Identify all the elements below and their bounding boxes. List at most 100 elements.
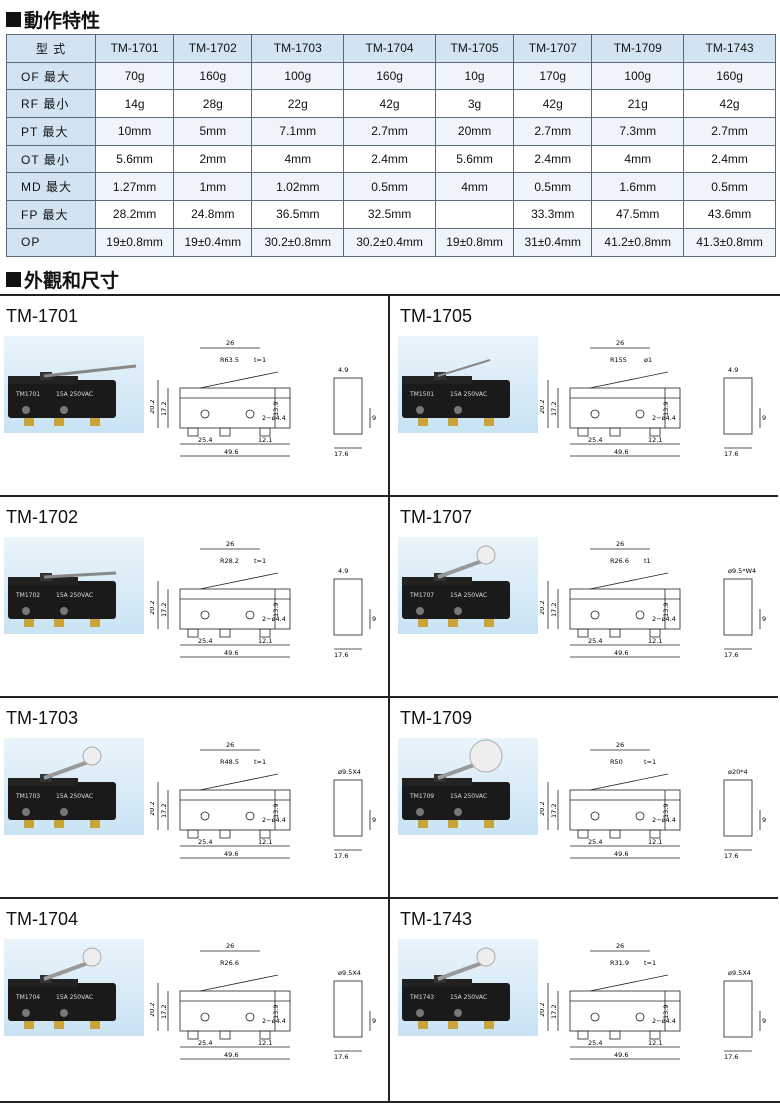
svg-text:ø1: ø1	[644, 356, 652, 364]
svg-text:t=1: t=1	[644, 959, 656, 967]
svg-text:17.6: 17.6	[334, 651, 348, 659]
panel-divider	[388, 296, 390, 1101]
svg-text:2−ø4.4: 2−ø4.4	[652, 1017, 676, 1025]
svg-text:17.6: 17.6	[724, 450, 738, 458]
dims-title-text: 外觀和尺寸	[24, 270, 120, 292]
svg-text:13.9: 13.9	[272, 1005, 280, 1019]
table-cell: 70g	[94, 61, 175, 91]
actuator-lever-graphic	[437, 739, 503, 780]
svg-text:17.2: 17.2	[160, 402, 168, 416]
table-cell: 2.7mm	[343, 117, 436, 146]
model-title: TM-1701	[6, 306, 79, 326]
actuator-lever-graphic	[43, 947, 102, 981]
svg-text:17.6: 17.6	[334, 1053, 348, 1061]
svg-text:13.9: 13.9	[662, 1005, 670, 1019]
model-header: TM-1743	[683, 34, 776, 63]
svg-text:26: 26	[616, 741, 624, 749]
svg-text:9: 9	[372, 414, 376, 422]
table-cell: 42g	[683, 89, 776, 119]
photo-rating-label: 15A 250VAC	[450, 592, 487, 599]
product-photo: TM1701 15A 250VAC	[4, 336, 144, 433]
svg-text:49.6: 49.6	[224, 1051, 238, 1059]
model-header: TM-1704	[343, 34, 436, 63]
table-cell: 2.7mm	[513, 117, 593, 146]
svg-text:12.1: 12.1	[648, 436, 662, 444]
svg-text:13.9: 13.9	[272, 402, 280, 416]
row-label: OT 最小	[6, 144, 96, 174]
row-label: RF 最小	[6, 89, 96, 119]
svg-text:9: 9	[762, 414, 766, 422]
svg-text:t=1: t=1	[254, 758, 266, 766]
svg-text:2−ø4.4: 2−ø4.4	[652, 816, 676, 824]
table-cell: 43.6mm	[683, 200, 776, 229]
dimension-drawing: 26 R26.6 20.2 17.2 13.9 ø9.5X4 25.4 12.1…	[148, 931, 382, 1076]
svg-text:13.9: 13.9	[662, 603, 670, 617]
svg-text:9: 9	[372, 1017, 376, 1025]
photo-model-label: TM1743	[409, 994, 434, 1001]
svg-text:13.9: 13.9	[272, 804, 280, 818]
panel-tm-1709: TM-1709 TM1709 15A 250VAC	[390, 698, 778, 899]
product-photo: TM1702 15A 250VAC	[4, 537, 144, 634]
product-photo: TM1704 15A 250VAC	[4, 939, 144, 1036]
drawing-svg: 26 R48.5 t=1 20.2 17.2 13.9 ø9.5X4 25.4 …	[148, 741, 376, 860]
actuator-lever-graphic	[43, 746, 102, 780]
svg-text:17.2: 17.2	[550, 804, 558, 818]
svg-text:13.9: 13.9	[272, 603, 280, 617]
table-cell: 160g	[173, 61, 253, 91]
photo-rating-label: 15A 250VAC	[56, 391, 93, 398]
table-cell: 7.1mm	[251, 117, 345, 146]
dims-section-title: 外觀和尺寸	[6, 266, 119, 293]
svg-text:49.6: 49.6	[614, 850, 628, 858]
svg-text:12.1: 12.1	[258, 436, 272, 444]
table-cell: 1.27mm	[94, 172, 175, 202]
table-cell: 21g	[591, 89, 685, 119]
photo-model-label: TM1701	[15, 391, 40, 398]
svg-text:20.2: 20.2	[540, 1003, 546, 1017]
svg-text:2−ø4.4: 2−ø4.4	[652, 414, 676, 422]
svg-text:26: 26	[616, 942, 624, 950]
product-photo: TM1743 15A 250VAC	[398, 939, 538, 1036]
model-header: TM-1703	[251, 34, 345, 63]
table-cell: 30.2±0.8mm	[251, 227, 345, 257]
model-header: TM-1705	[434, 34, 515, 63]
svg-text:49.6: 49.6	[614, 448, 628, 456]
photo-model-label: TM1709	[409, 793, 434, 800]
switch-photo-graphic: TM1701 15A 250VAC	[8, 364, 137, 426]
photo-rating-label: 15A 250VAC	[56, 994, 93, 1001]
table-cell: 20mm	[434, 117, 515, 146]
model-header: TM-1701	[94, 34, 175, 63]
panel-tm-1704: TM-1704 TM1704 15A 250VAC	[0, 899, 388, 1099]
svg-text:9: 9	[762, 816, 766, 824]
svg-text:17.6: 17.6	[724, 852, 738, 860]
svg-text:4.9: 4.9	[728, 366, 738, 374]
svg-text:25.4: 25.4	[588, 1039, 602, 1047]
drawing-svg: 26 R26.6 t1 20.2 17.2 13.9 ø9.5*W4 25.4 …	[538, 540, 766, 659]
table-cell: 160g	[683, 61, 776, 91]
svg-text:4.9: 4.9	[338, 567, 348, 575]
svg-text:49.6: 49.6	[224, 850, 238, 858]
svg-text:ø20*4: ø20*4	[728, 768, 748, 776]
svg-text:20.2: 20.2	[150, 802, 156, 816]
svg-text:26: 26	[616, 339, 624, 347]
table-cell: 33.3mm	[513, 200, 593, 229]
table-cell: 2.4mm	[683, 144, 776, 174]
svg-text:ø9.5*W4: ø9.5*W4	[728, 567, 756, 575]
dimension-drawing: 26 R28.2 t=1 20.2 17.2 13.9 4.9 25.4 12.…	[148, 529, 382, 674]
actuator-lever-graphic	[43, 364, 137, 378]
svg-text:17.2: 17.2	[550, 1005, 558, 1019]
table-cell: 41.2±0.8mm	[591, 227, 685, 257]
table-cell: 2mm	[173, 144, 253, 174]
svg-text:12.1: 12.1	[258, 838, 272, 846]
svg-text:49.6: 49.6	[614, 649, 628, 657]
photo-model-label: TM1703	[15, 793, 40, 800]
svg-text:17.2: 17.2	[160, 804, 168, 818]
svg-text:4.9: 4.9	[338, 366, 348, 374]
table-cell: 0.5mm	[683, 172, 776, 202]
svg-text:25.4: 25.4	[588, 637, 602, 645]
svg-text:13.9: 13.9	[662, 804, 670, 818]
table-cell: 10g	[434, 61, 515, 91]
table-cell: 5.6mm	[434, 144, 515, 174]
actuator-lever-graphic	[437, 545, 496, 579]
